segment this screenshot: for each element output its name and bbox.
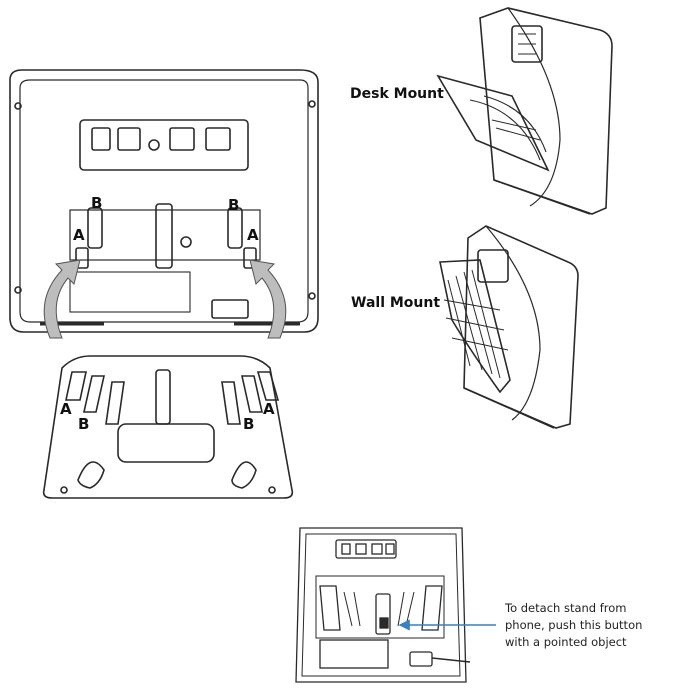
- detach-note: To detach stand from phone, push this bu…: [505, 600, 665, 651]
- desk-mount-label: Desk Mount: [350, 86, 444, 102]
- wall-mount-label: Wall Mount: [351, 295, 441, 311]
- desk-mount-view: [436, 7, 613, 215]
- callout-b-right-stand: B: [243, 415, 255, 433]
- callout-b-left-top: B: [91, 194, 103, 212]
- wall-mount-view: [439, 225, 579, 429]
- detach-note-line2: phone, push this button: [505, 618, 643, 632]
- callout-b-left-stand: B: [78, 415, 90, 433]
- callout-a-right-stand: A: [263, 400, 275, 418]
- insert-arrows: [43, 259, 287, 339]
- detach-note-line1: To detach stand from: [505, 601, 627, 615]
- detach-view: [295, 527, 471, 683]
- callout-b-right-top: B: [228, 196, 240, 214]
- callout-a-left-stand: A: [60, 400, 72, 418]
- detach-note-line3: with a pointed object: [505, 635, 627, 649]
- callout-a-right-top: A: [247, 226, 259, 244]
- phone-back-view: [9, 69, 319, 333]
- stand-part: [42, 355, 294, 499]
- callout-a-left-top: A: [73, 226, 85, 244]
